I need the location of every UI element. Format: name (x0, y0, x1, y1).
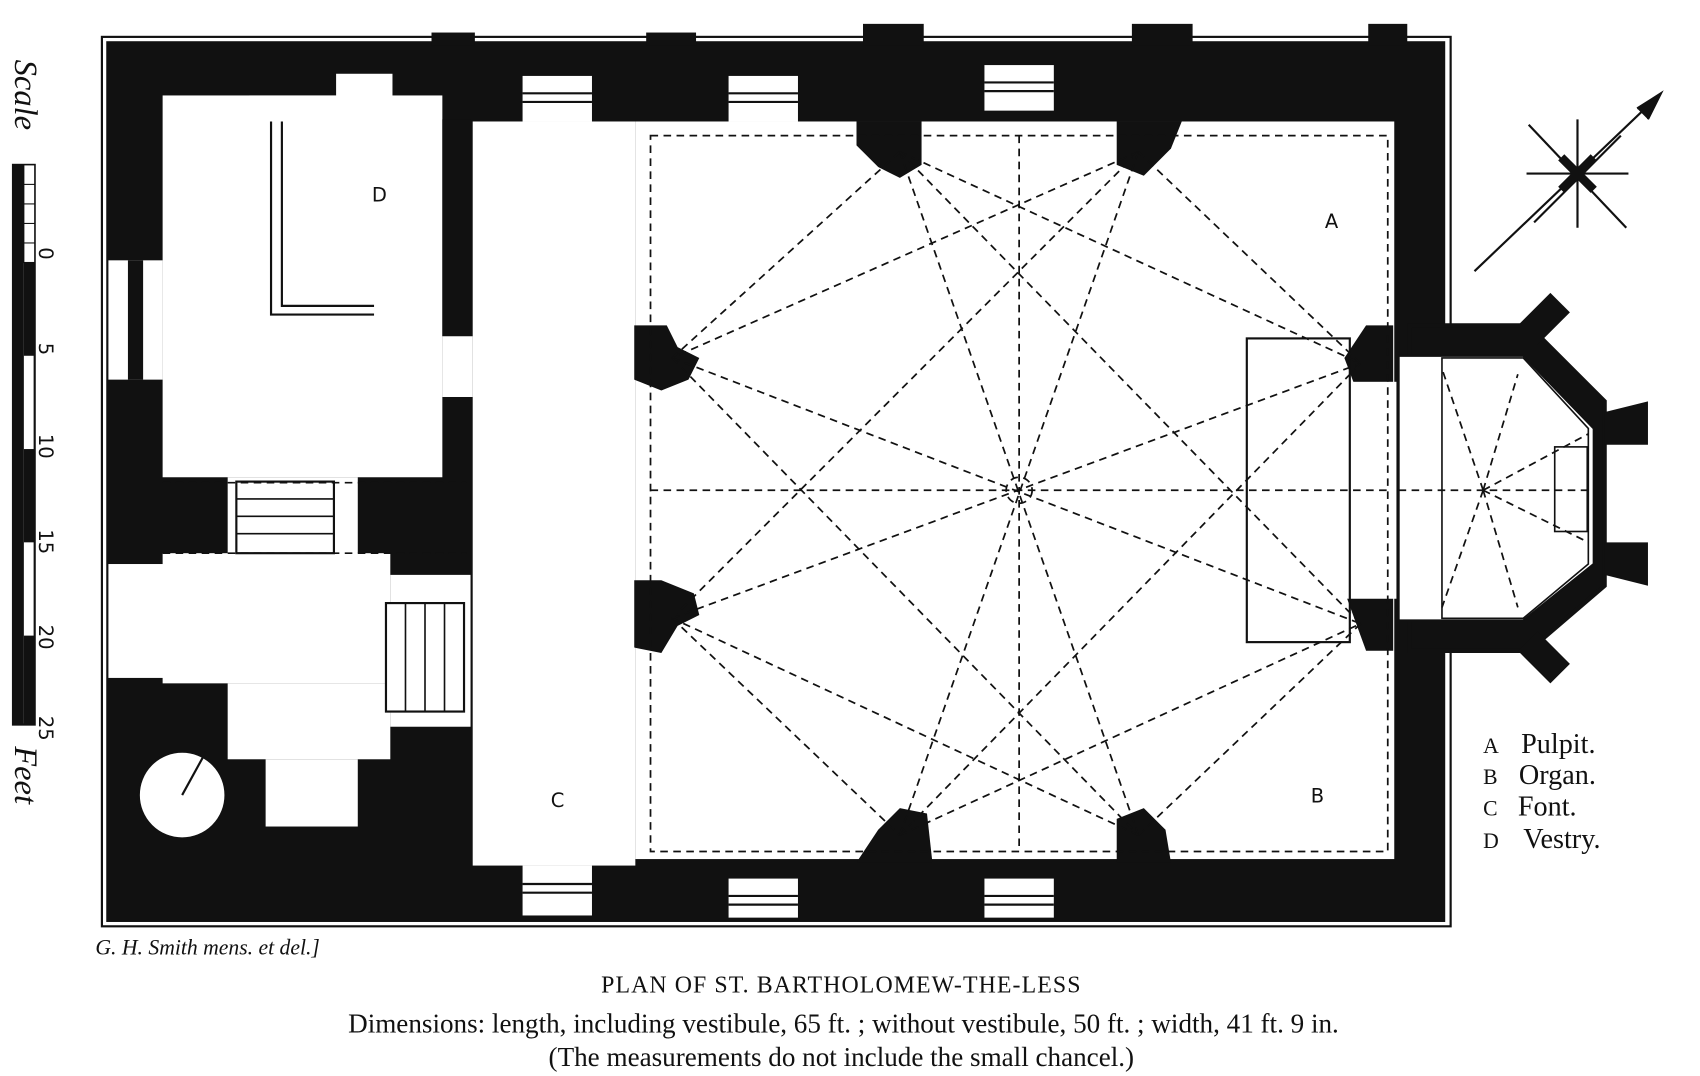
dimensions-caption: Dimensions: length, including vestibule,… (348, 1009, 1339, 1039)
scale-unit: Feet (7, 745, 43, 805)
scale-tick: 0 (34, 247, 57, 259)
legend-label: Organ. (1519, 760, 1596, 791)
scale-tick: 10 (34, 434, 57, 459)
room-label-b: B (1311, 785, 1324, 808)
legend-key: D (1483, 829, 1499, 853)
room-label-d: D (372, 184, 387, 207)
legend-label: Font. (1518, 792, 1577, 823)
scale-bar: Scale 0 5 10 15 20 25 Feet (7, 60, 57, 805)
scale-tick: 25 (34, 716, 57, 741)
legend-key: C (1483, 797, 1497, 821)
legend-label: Pulpit. (1521, 729, 1595, 760)
legend-key: B (1483, 765, 1497, 789)
scale-tick: 15 (34, 529, 57, 554)
vault-ribs (162, 134, 1589, 853)
north-arrow-icon (1473, 90, 1664, 272)
draftsman-credit: G. H. Smith mens. et del.] (95, 936, 319, 960)
scale-tick: 5 (34, 343, 57, 355)
legend: A Pulpit. B Organ. C Font. D Vestry. (1483, 729, 1600, 855)
room-label-c: C (551, 789, 565, 812)
plan-title: PLAN OF ST. BARTHOLOMEW-THE-LESS (601, 972, 1081, 998)
legend-key: A (1483, 734, 1499, 758)
scale-tick: 20 (34, 625, 57, 650)
legend-label: Vestry. (1523, 824, 1600, 855)
measurement-note: (The measurements do not include the sma… (549, 1042, 1135, 1072)
scale-title: Scale (7, 60, 43, 130)
room-label-a: A (1325, 210, 1339, 233)
walls (100, 23, 1648, 928)
